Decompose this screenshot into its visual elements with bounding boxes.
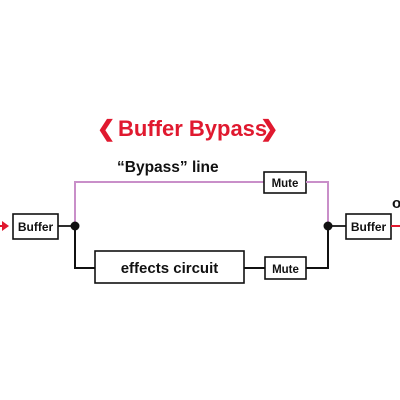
input-buffer-label: Buffer (18, 220, 54, 234)
output-buffer-label: Buffer (351, 220, 387, 234)
bypass-line-path-left (74, 181, 264, 226)
diagram-title: Buffer Bypass (118, 116, 267, 141)
title-right-bracket: ❯ (260, 116, 278, 142)
merge-junction-dot (323, 221, 333, 231)
mute-bottom-label: Mute (272, 264, 299, 276)
bypass-line-label: “Bypass” line (117, 159, 219, 176)
input-signal-arrow (2, 221, 9, 231)
output-buffer-box (345, 213, 392, 240)
mute-top-label: Mute (272, 178, 299, 190)
title-left-bracket: ❮ (97, 116, 115, 142)
split-junction-dot (70, 221, 80, 231)
effects-wire-left (74, 226, 95, 269)
output-label-cut: o (392, 195, 400, 212)
effects-circuit-label: effects circuit (121, 260, 219, 277)
effects-wire-right (306, 226, 329, 269)
bypass-line-path-right (306, 181, 329, 226)
